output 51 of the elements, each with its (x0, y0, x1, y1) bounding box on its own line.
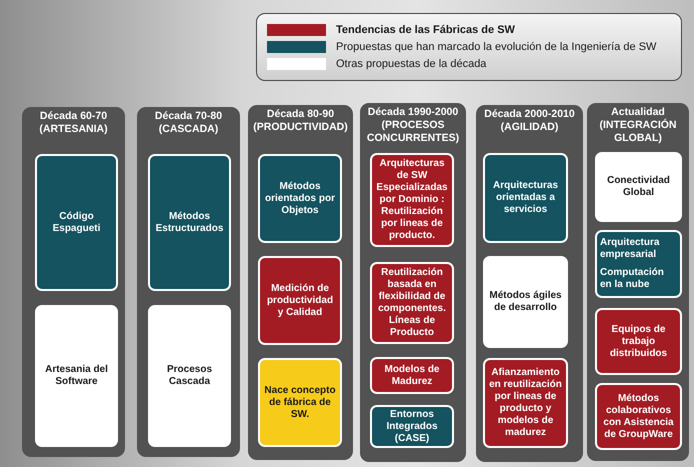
box-text: Código Espagueti (52, 210, 102, 234)
box-text: Procesos Cascada (166, 364, 214, 388)
box-text: Métodos orientados por Objetos (264, 180, 336, 216)
box-text: Métodos Estructurados (154, 210, 224, 234)
proposal-box (258, 154, 342, 243)
trend-box (595, 308, 682, 375)
proposal-box (483, 153, 568, 243)
box-text: Artesania del Software (44, 364, 109, 388)
decade-column (587, 103, 689, 461)
box-text: Modelos de Madurez (383, 364, 440, 388)
box-text: Entornos Integrados (CASE) (385, 408, 439, 444)
proposal-box (35, 305, 118, 447)
box-text: Afianzamiento en reutilización por lineas de producto y modelos de madurez (488, 367, 563, 439)
trend-box (370, 262, 454, 344)
box-text: Métodos ágiles de desarrollo (488, 290, 563, 314)
box-text: Medición de productividad y Calidad (266, 282, 334, 318)
proposal-box (148, 154, 231, 291)
decade-column (22, 107, 125, 457)
legend-text: Otras propuestas de la década (336, 58, 486, 70)
column-heading: Actualidad (INTEGRACIÓN GLOBAL) (598, 106, 678, 145)
legend-text: Tendencias de las Fábricas de SW (336, 24, 515, 36)
column-heading: Década 60-70 (ARTESANIA) (38, 110, 109, 136)
box-text: Arquitecturas de SW Especializadas por Dominio : Reutilización por lineas de producto. (375, 158, 449, 242)
column-heading: Década 1990-2000 (PROCESOS CONCURRENTES) (366, 106, 460, 145)
column-heading: Década 2000-2010 (AGILIDAD) (483, 108, 576, 134)
proposal-box (483, 256, 568, 348)
proposal-box (148, 305, 231, 447)
trend-box (483, 358, 568, 448)
decade-column (476, 105, 583, 462)
trend-box (370, 357, 454, 394)
trend-box (258, 256, 342, 345)
decade-column (248, 105, 353, 460)
box-text: Computación en la nube (600, 267, 665, 291)
concept-box (258, 358, 342, 447)
proposal-box (35, 154, 118, 291)
box-text: Equipos de trabajo distribuidos (608, 324, 668, 360)
box-text: Reutilización basada en flexibilidad de componentes. Líneas de Producto (377, 267, 447, 339)
box-text: Métodos colaborativos con Asistencia de GroupWare (602, 392, 675, 440)
box-text: Arquitecturas orientadas a servicios (492, 180, 559, 216)
legend-text: Propuestas que han marcado la evolución de la Ingeniería de SW (336, 41, 656, 53)
proposal-box (595, 230, 682, 298)
box-text: Nace concepto de fábrica de SW. (263, 384, 337, 420)
box-text: Arquitectura empresarial (600, 237, 660, 261)
decade-column (360, 103, 466, 462)
proposal-box (595, 152, 682, 222)
proposal-box (370, 405, 454, 448)
column-heading: Década 80-90 (PRODUCTIVIDAD) (252, 108, 349, 134)
trend-box (595, 383, 682, 450)
column-heading: Década 70-80 (CASCADA) (154, 110, 224, 136)
box-text: Conectividad Global (606, 175, 671, 199)
decade-column (137, 107, 240, 457)
